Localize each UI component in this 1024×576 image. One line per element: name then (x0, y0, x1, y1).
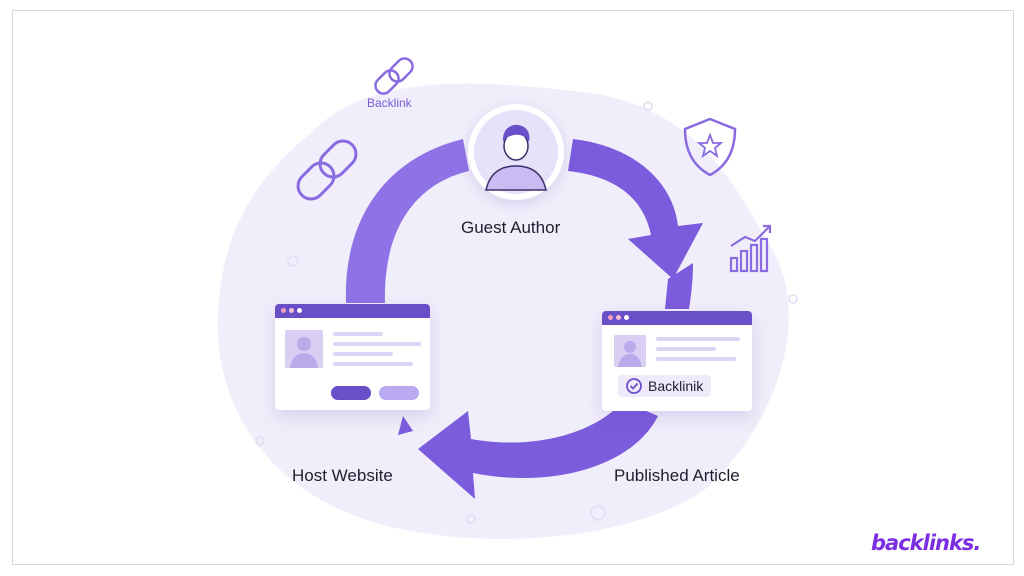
decor-circle (643, 101, 653, 111)
browser-bar (275, 304, 430, 318)
secondary-button (379, 386, 419, 400)
chain-link-icon (374, 57, 414, 95)
text-line (333, 362, 413, 366)
decor-circle (255, 436, 265, 446)
backlink-badge-text: Backlinik (648, 378, 704, 394)
published-article-label: Published Article (614, 466, 740, 485)
shield-star-icon (683, 117, 737, 177)
profile-placeholder (285, 330, 323, 368)
arrow-tail-left (398, 416, 413, 435)
host-website-label: Host Website (292, 466, 393, 485)
brand-logo: backlinks. (871, 531, 981, 555)
arrow-article-to-host (418, 401, 658, 499)
guest-author-label: Guest Author (461, 218, 561, 237)
decor-circle (590, 505, 606, 521)
text-line (333, 352, 393, 356)
backlink-badge: Backlinik (618, 375, 712, 397)
decor-circle (466, 514, 476, 524)
primary-button (331, 386, 371, 400)
person-icon (474, 110, 558, 194)
published-article-card: Backlinik (602, 311, 752, 411)
cycle-diagram (217, 57, 798, 539)
chain-link-icon (296, 139, 358, 201)
backlink-icon-label: Backlink (367, 96, 412, 110)
text-line (656, 357, 736, 361)
host-website-card (275, 304, 430, 410)
text-line (333, 332, 383, 336)
profile-placeholder (614, 335, 646, 367)
person-icon (618, 341, 642, 367)
guest-author-avatar (468, 104, 564, 200)
arrow-tail-right (665, 263, 693, 309)
text-line (656, 347, 716, 351)
browser-bar (602, 311, 752, 325)
checkmark-icon (626, 378, 642, 394)
arrow-host-to-author (345, 139, 469, 303)
person-icon (290, 337, 318, 368)
text-line (333, 342, 421, 346)
arrow-author-to-article (568, 139, 703, 279)
text-line (656, 337, 740, 341)
diagram-frame: Guest Author Host Website Published Arti… (12, 10, 1014, 565)
growth-chart-icon (729, 224, 772, 273)
decor-circle (287, 255, 299, 267)
decor-circle (788, 294, 798, 304)
